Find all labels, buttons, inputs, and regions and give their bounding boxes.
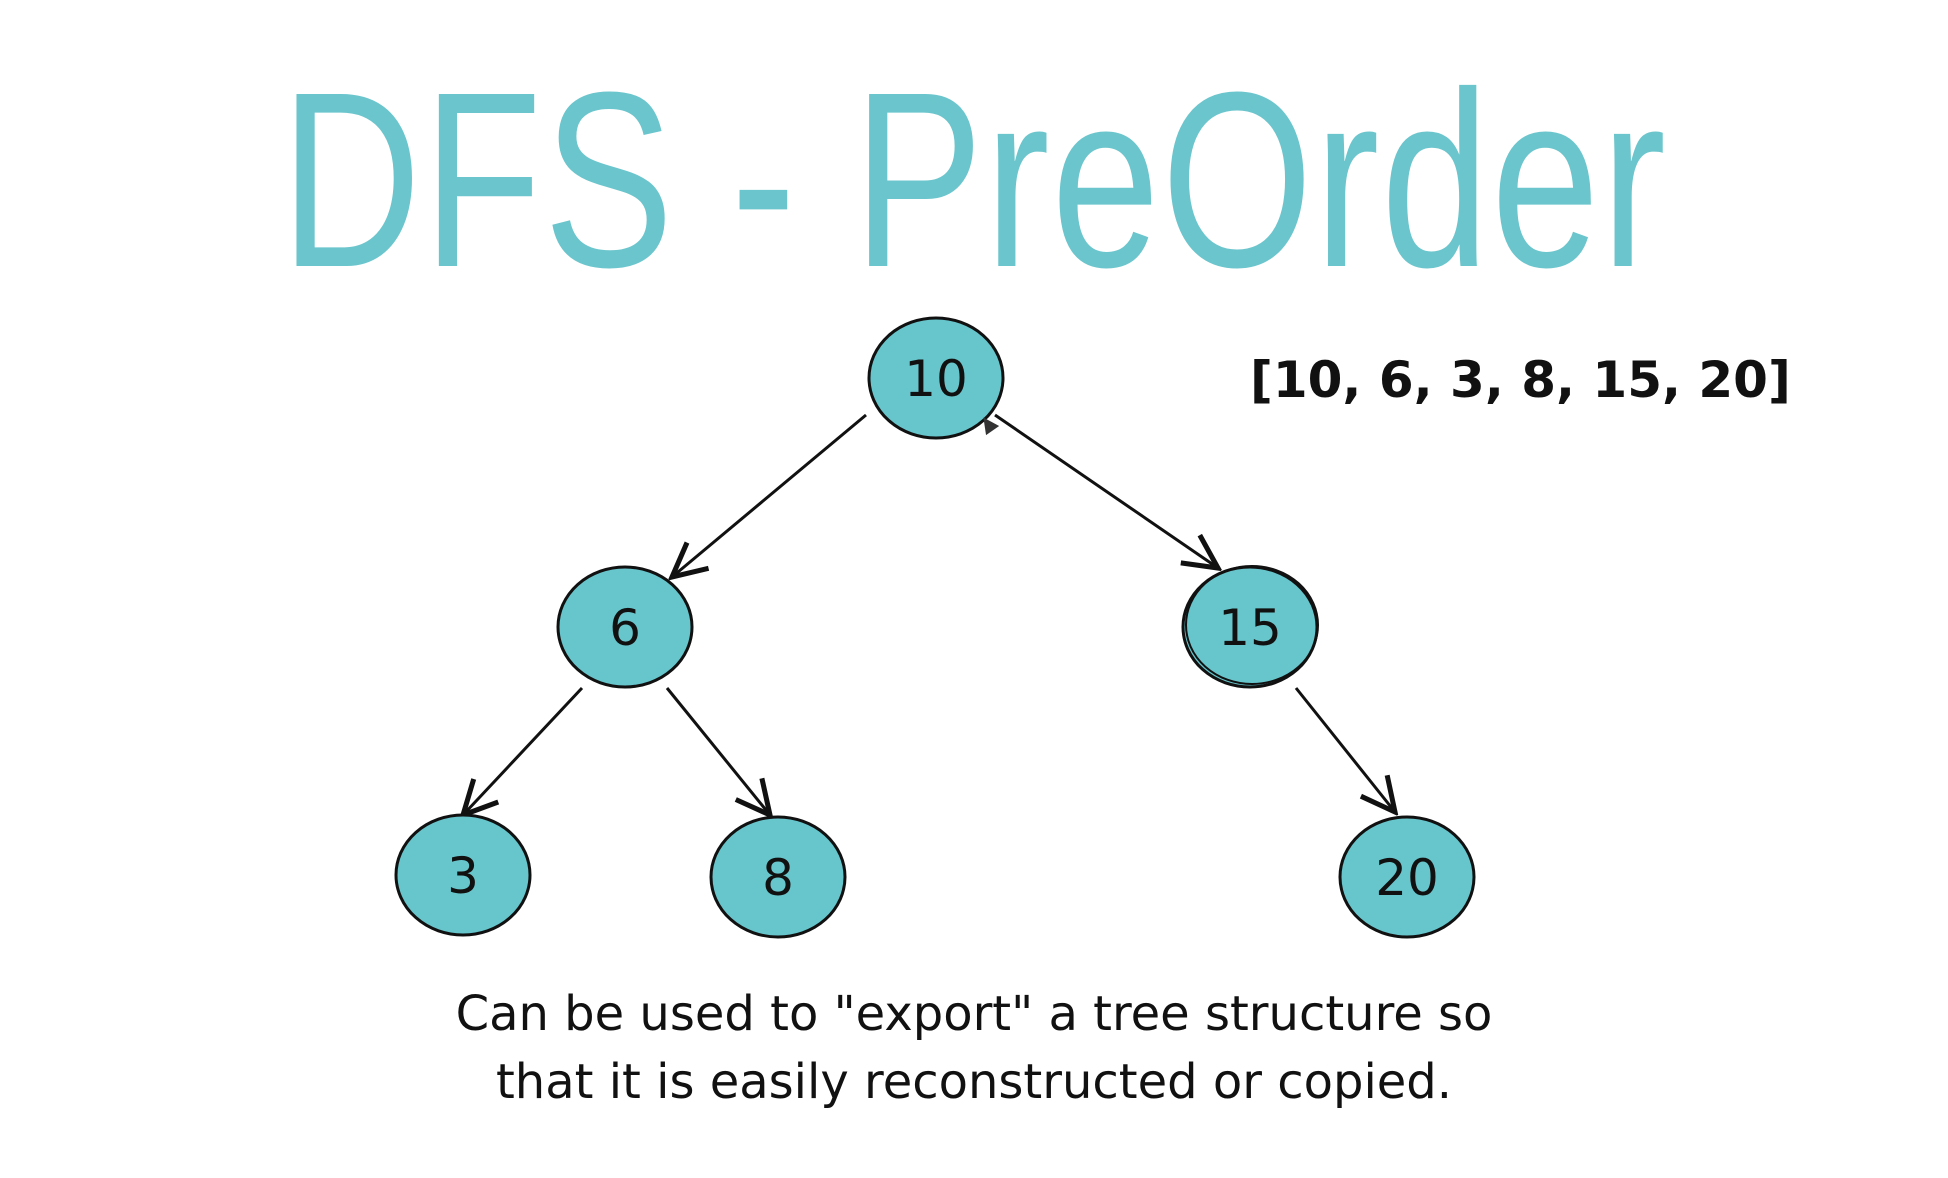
caption: Can be used to "export" a tree structure… — [0, 980, 1948, 1116]
tree-node-10: 10 — [867, 316, 1005, 440]
node-label: 6 — [609, 599, 641, 657]
edge-10-15 — [994, 413, 1218, 568]
tree-node-3: 3 — [394, 813, 532, 937]
node-label: 15 — [1218, 599, 1282, 657]
tree-node-20: 20 — [1338, 815, 1476, 939]
node-label: 8 — [762, 849, 794, 907]
tree-node-8: 8 — [709, 815, 847, 939]
preorder-result: [10, 6, 3, 8, 15, 20] — [1250, 351, 1791, 409]
caption-line-1: Can be used to "export" a tree structure… — [455, 986, 1493, 1042]
node-label: 10 — [904, 350, 968, 408]
caption-line-2: that it is easily reconstructed or copie… — [495, 1054, 1453, 1110]
edge-6-3 — [463, 686, 584, 815]
node-label: 20 — [1375, 849, 1439, 907]
tree-node-15: 15 — [1181, 565, 1319, 689]
tree-node-6: 6 — [556, 565, 694, 689]
edge-6-8 — [665, 687, 770, 815]
node-label: 3 — [447, 847, 479, 905]
edge-10-6 — [672, 413, 867, 577]
page-title: DFS - PreOrder — [280, 40, 1668, 319]
edge-15-20 — [1294, 687, 1395, 812]
